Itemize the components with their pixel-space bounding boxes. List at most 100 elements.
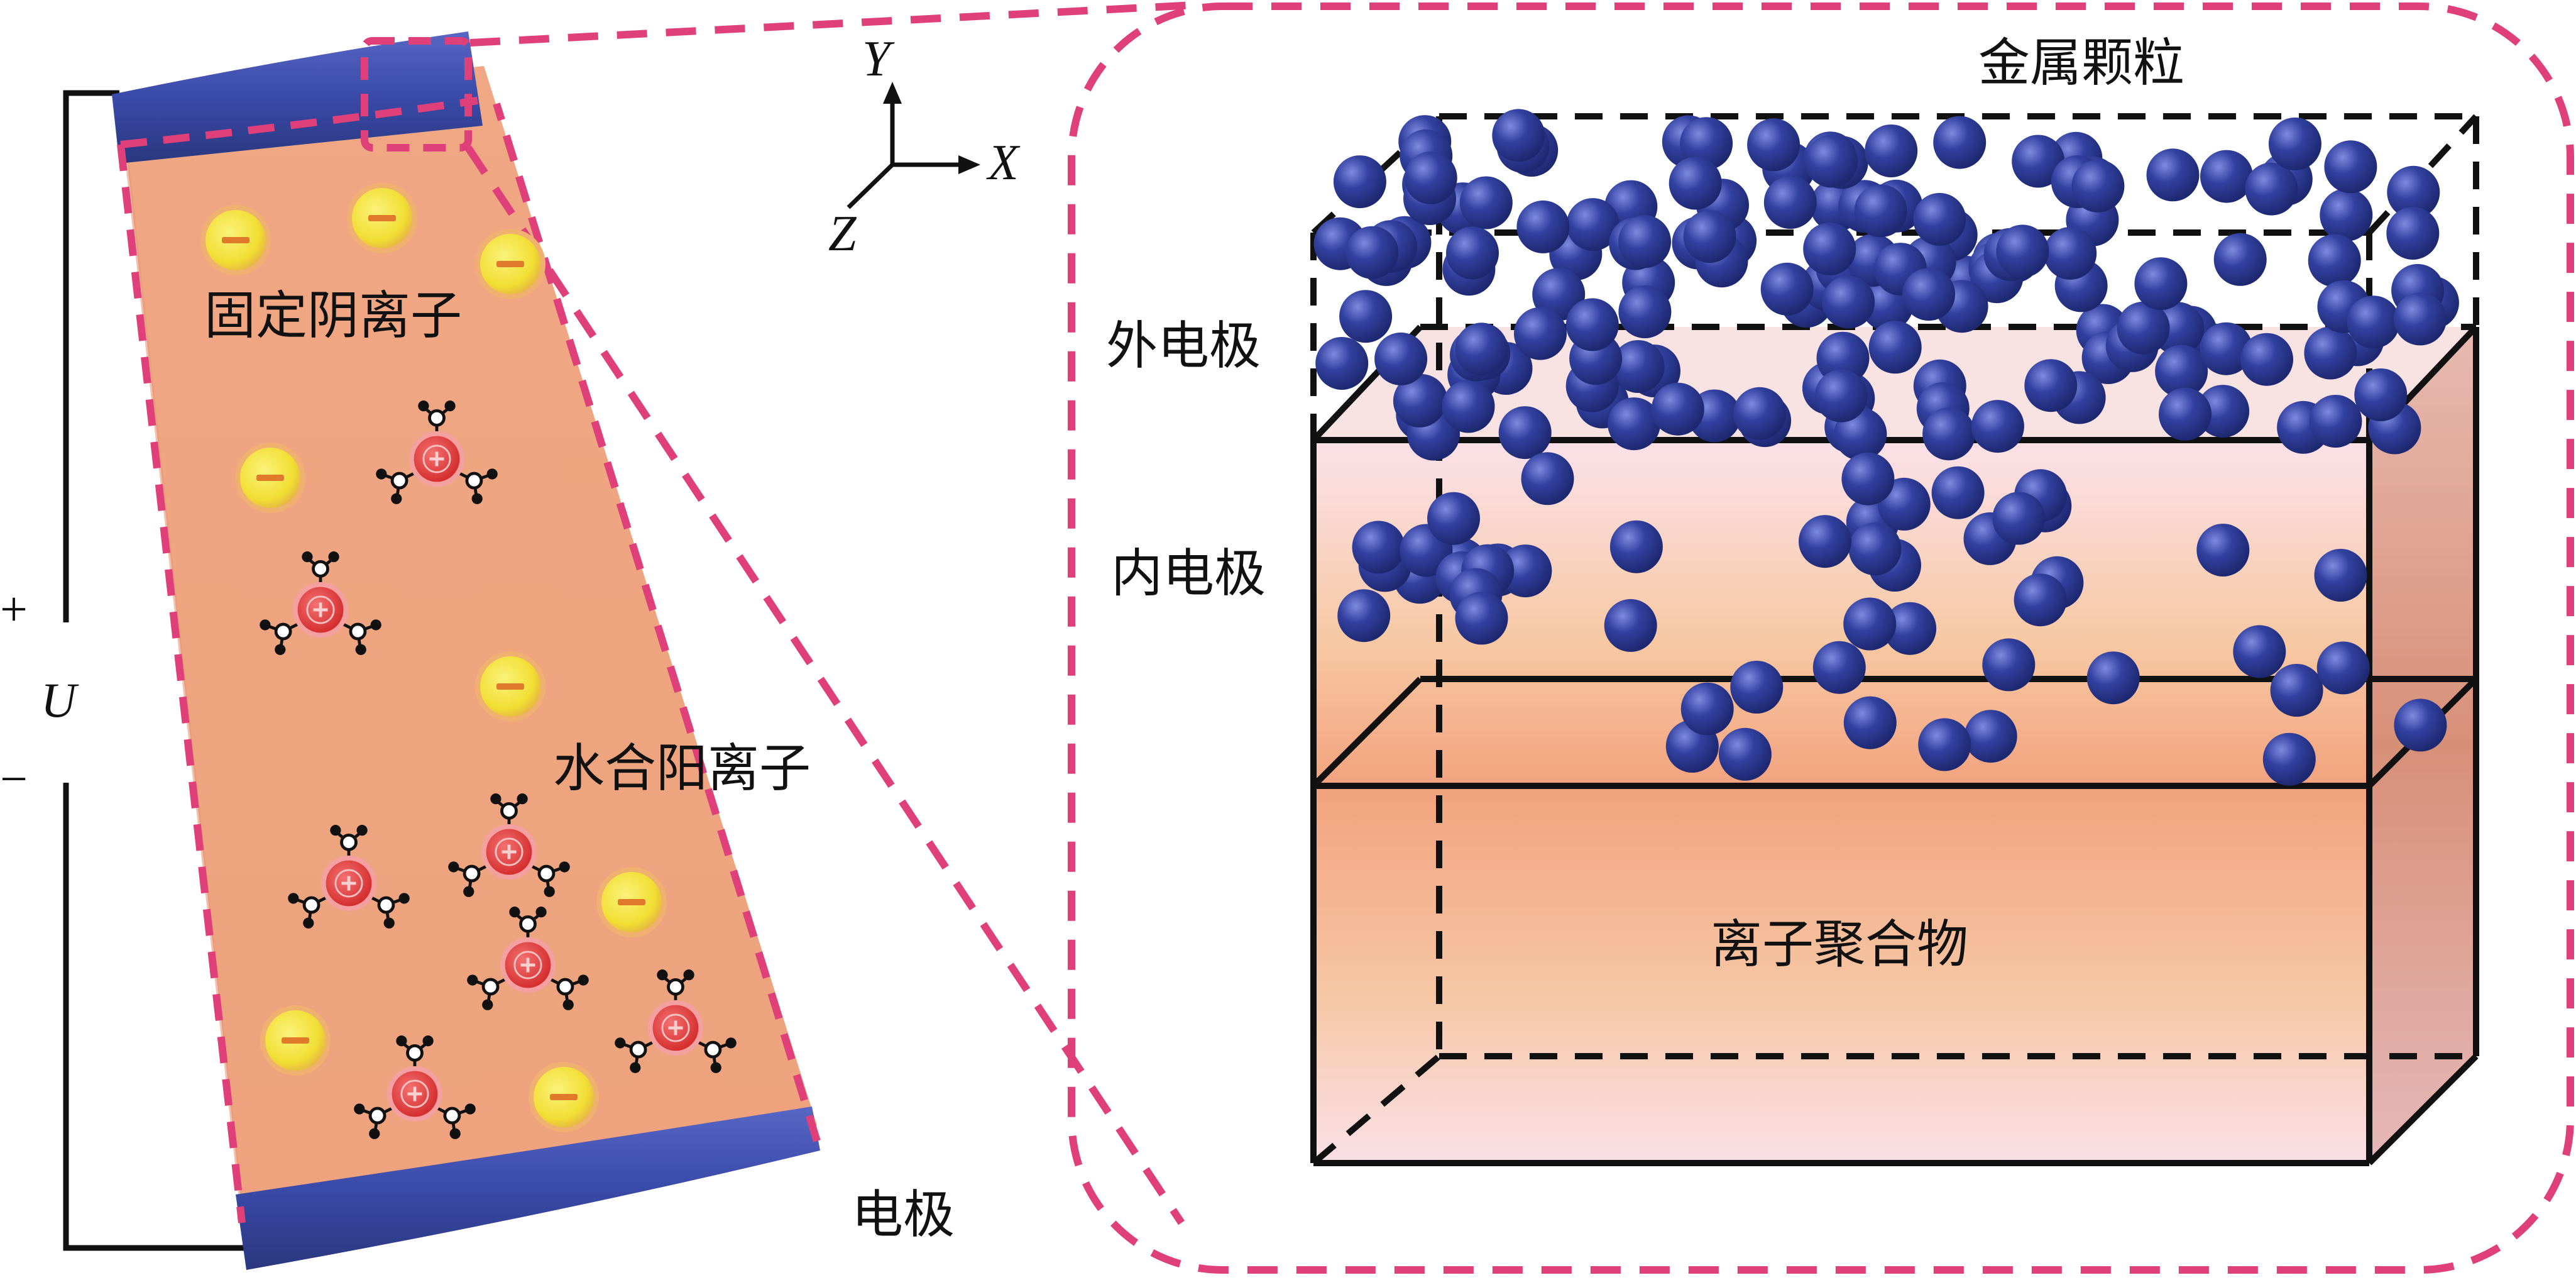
axis-y-label: Y: [862, 31, 895, 87]
label-hydrated-cation: 水合阳离子: [553, 739, 811, 798]
particle-icon: [1315, 337, 1369, 390]
particle-icon: [2309, 395, 2362, 448]
particle-icon: [1814, 369, 1868, 422]
particle-icon: [1964, 710, 2017, 763]
particle-icon: [1498, 406, 1552, 460]
particle-icon: [2159, 387, 2212, 441]
particle-icon: [2245, 162, 2298, 216]
label-outer-electrode: 外电极: [1106, 316, 1261, 376]
bottom-electrode: [236, 1106, 820, 1270]
particle-icon: [2012, 135, 2065, 188]
particle-icon: [1680, 682, 1734, 736]
particle-icon: [1913, 192, 1966, 246]
particle-icon: [2024, 359, 2078, 412]
particle-icon: [2146, 148, 2200, 202]
particle-icon: [1651, 382, 1704, 436]
anion-icon: [347, 183, 417, 253]
particle-icon: [1883, 602, 1937, 655]
particle-icon: [1611, 340, 1665, 393]
circuit-wire-top: [63, 90, 119, 622]
particle-icon: [2044, 226, 2097, 280]
particle-icon: [1427, 492, 1480, 545]
particle-icon: [1374, 332, 1428, 385]
particle-icon: [2320, 188, 2373, 241]
particle-icon: [1608, 397, 1661, 451]
top-electrode: [112, 31, 483, 163]
particle-icon: [1996, 224, 2049, 278]
particle-icon: [1763, 176, 1817, 229]
label-fixed-anion: 固定阴离子: [204, 286, 462, 346]
particle-icon: [2240, 333, 2293, 386]
particle-icon: [2134, 257, 2188, 311]
particle-icon: [1730, 661, 1784, 714]
particle-icon: [2386, 207, 2440, 260]
particle-icon: [2394, 292, 2447, 346]
particle-icon: [2324, 140, 2377, 194]
particle-icon: [2354, 368, 2408, 421]
zoom-line-top: [469, 1, 1195, 47]
particle-icon: [2268, 117, 2321, 170]
anion-icon: [260, 1005, 331, 1076]
particle-icon: [2014, 573, 2067, 627]
particle-icon: [1971, 400, 2024, 453]
label-electrode: 电极: [852, 1185, 955, 1245]
particle-icon: [2200, 150, 2253, 203]
particle-icon: [2316, 641, 2370, 695]
particle-icon: [1805, 135, 1858, 188]
particle-icon: [1455, 323, 1508, 376]
particle-icon: [1812, 641, 1866, 694]
particle-icon: [1492, 109, 1545, 162]
particle-icon: [2200, 322, 2253, 375]
particle-icon: [1931, 466, 1985, 519]
metal-particles: [1313, 109, 2459, 786]
voltage-minus: −: [0, 751, 28, 806]
circuit-wire-bottom: [63, 783, 248, 1251]
label-inner-electrode: 内电极: [1111, 544, 1266, 604]
particle-icon: [2155, 345, 2208, 398]
particle-icon: [2071, 159, 2125, 212]
particle-icon: [1393, 374, 1446, 428]
particle-icon: [2394, 698, 2447, 752]
particle-icon: [1618, 285, 1672, 338]
particle-icon: [1446, 226, 1499, 280]
particle-icon: [2233, 625, 2286, 678]
particle-icon: [1982, 638, 2036, 692]
particle-icon: [1760, 262, 1814, 316]
label-ionic-polymer: 离子聚合物: [1711, 915, 1968, 974]
particle-icon: [1346, 226, 1399, 279]
zoom-highlight-square: [361, 37, 472, 152]
particle-icon: [1339, 290, 1393, 343]
anion-icon: [200, 205, 271, 275]
particle-icon: [1459, 176, 1513, 229]
particle-icon: [1992, 492, 2046, 545]
particle-icon: [2213, 233, 2267, 286]
particle-icon: [2262, 732, 2316, 786]
anion-icon: [529, 1062, 599, 1132]
particle-icon: [1918, 718, 1971, 771]
particle-icon: [2347, 295, 2400, 349]
particle-icon: [1922, 407, 1976, 461]
particle-icon: [1854, 184, 1907, 238]
anion-icon: [475, 229, 545, 299]
particle-icon: [1404, 151, 1457, 204]
particle-icon: [1669, 157, 1722, 210]
particle-icon: [2308, 234, 2361, 287]
particle-icon: [1521, 452, 1574, 505]
particle-icon: [1680, 117, 1733, 170]
coordinate-axes: Y X Z: [828, 31, 1021, 262]
anion-icon: [235, 443, 305, 513]
axis-y-arrow-icon: [883, 82, 902, 104]
axis-x-label: X: [986, 135, 1021, 190]
particle-icon: [1352, 521, 1405, 574]
particle-icon: [1816, 331, 1870, 385]
particle-icon: [1799, 515, 1851, 568]
voltage-symbol: U: [41, 673, 79, 727]
particle-icon: [1516, 200, 1570, 253]
particle-icon: [1902, 268, 1956, 321]
particle-icon: [1337, 589, 1391, 643]
particle-icon: [1604, 599, 1657, 652]
label-metal-particles: 金属颗粒: [1978, 33, 2184, 93]
particle-icon: [1933, 116, 1987, 169]
particle-icon: [1333, 155, 1386, 209]
